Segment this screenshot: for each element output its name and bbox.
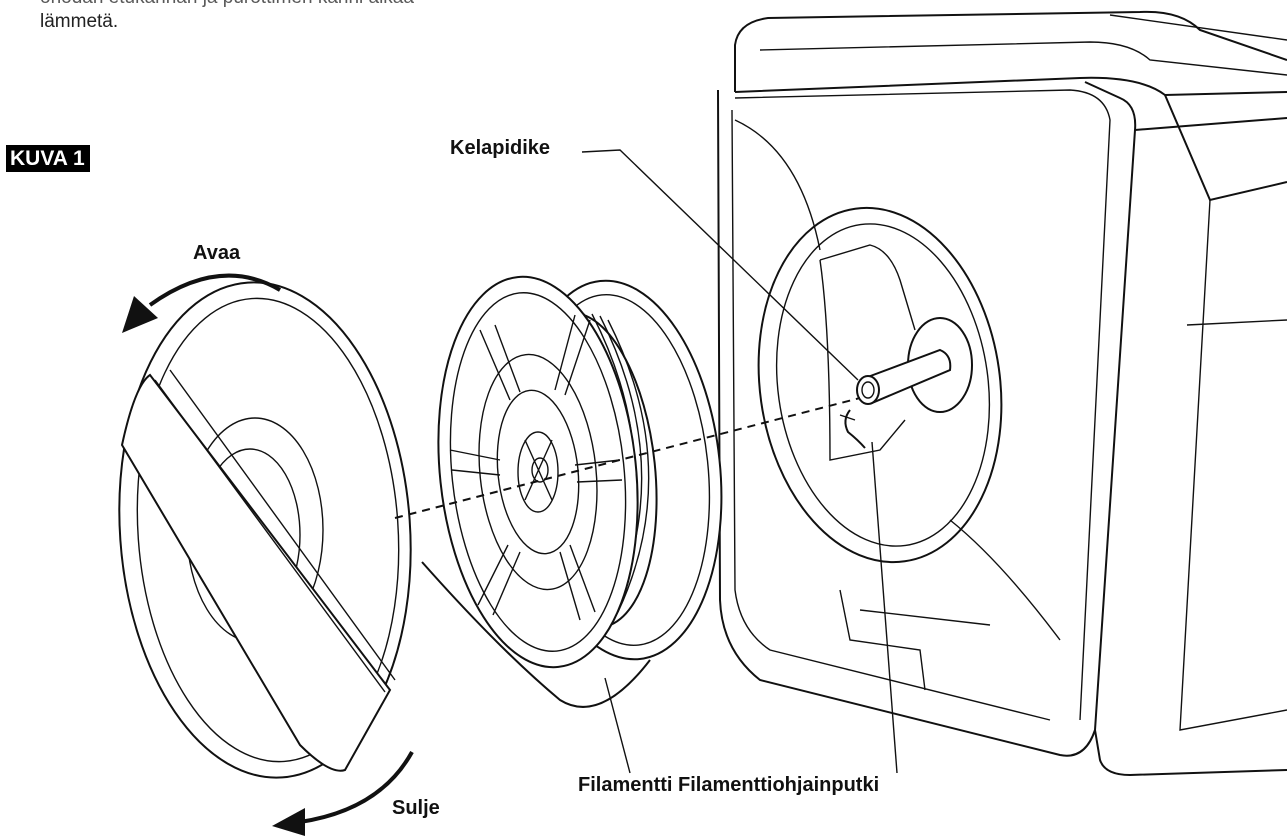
close-label: Sulje xyxy=(392,797,440,820)
open-label: Avaa xyxy=(193,242,240,265)
filament-and-guide-tube-label: Filamentti Filamenttiohjainputki xyxy=(578,774,879,797)
spool-cover xyxy=(103,272,427,787)
printer-body xyxy=(718,12,1287,775)
spool-holder-label: Kelapidike xyxy=(450,137,550,160)
spool-holder-mount xyxy=(736,192,1023,578)
leader-filament xyxy=(605,678,630,773)
close-arrowhead-icon xyxy=(272,808,305,836)
filament-spool xyxy=(420,267,739,707)
leader-guide-tube xyxy=(872,442,897,773)
